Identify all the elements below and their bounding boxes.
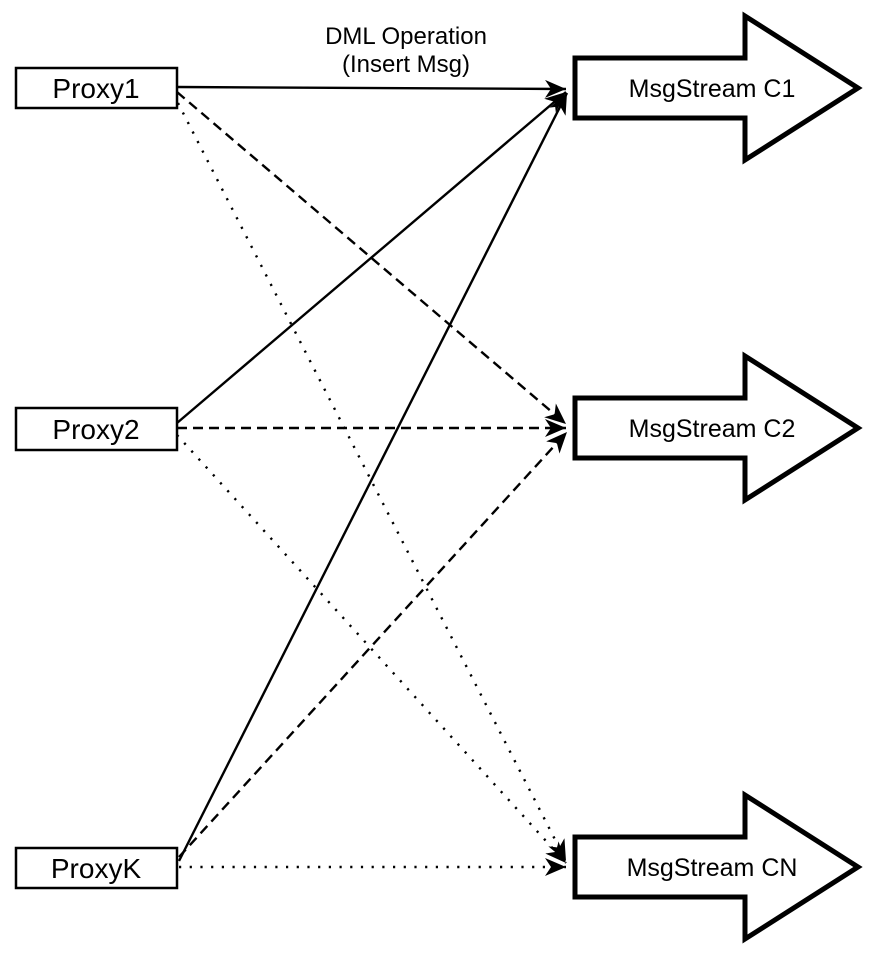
proxyk-label: ProxyK — [51, 853, 142, 884]
edge-group — [176, 79, 569, 876]
proxy-node-proxyk: ProxyK — [14, 846, 179, 890]
proxy2-box — [14, 406, 179, 452]
proxy-node-proxy1: Proxy1 — [14, 66, 179, 110]
edge-proxy2-to-c1-solid — [176, 91, 567, 424]
stream-node-c2: MsgStream C2 — [572, 351, 863, 505]
proxy1-box — [14, 66, 179, 110]
proxy-node-proxy2: Proxy2 — [14, 406, 179, 452]
msgstream-cn-arrow-shape — [572, 790, 863, 944]
diagram-title-line2: (Insert Msg) — [342, 51, 470, 78]
edge-proxyk-to-c1-solid — [177, 92, 569, 862]
edge-proxy1-to-c1-solid — [176, 79, 567, 98]
msgstream-cn-label: MsgStream CN — [627, 854, 798, 882]
edge-proxy2-to-cn-dotted — [176, 434, 567, 864]
stream-node-cn: MsgStream CN — [572, 790, 863, 944]
msgstream-c1-arrow-shape — [572, 11, 863, 165]
msgstream-c2-arrow-shape — [572, 351, 863, 505]
proxy1-label: Proxy1 — [52, 73, 139, 104]
proxy2-label: Proxy2 — [52, 414, 139, 445]
edge-proxyk-to-c2-dashed — [178, 431, 568, 858]
msgstream-c2-label: MsgStream C2 — [629, 415, 796, 443]
proxyk-box — [14, 846, 179, 890]
edge-proxy1-to-c2-dashed — [176, 91, 567, 425]
stream-node-c1: MsgStream C1 — [572, 11, 863, 165]
msgstream-c1-label: MsgStream C1 — [629, 75, 796, 103]
diagram-title-line1: DML Operation — [325, 23, 487, 50]
